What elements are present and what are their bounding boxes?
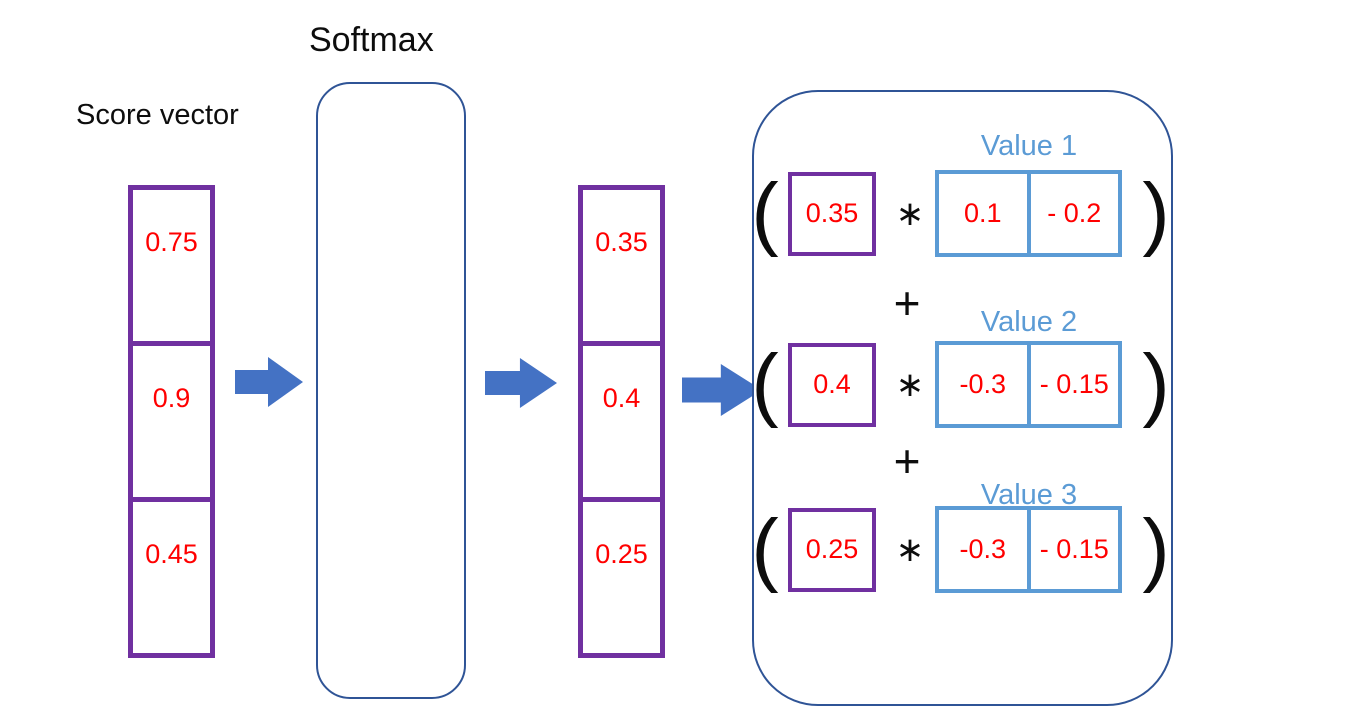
score-vector-cell: 0.45 — [133, 497, 210, 653]
attention-weight: 0.4 — [813, 369, 851, 400]
score-vector-cell: 0.9 — [133, 341, 210, 497]
value-cell: - 0.2 — [1026, 174, 1119, 253]
value-cell: -0.3 — [959, 368, 1007, 399]
score-value: 0.75 — [145, 227, 198, 257]
attention-weight-box: 0.35 — [788, 172, 876, 256]
value-1-label: Value 1 — [980, 130, 1078, 162]
value-cell: 0.1 — [963, 197, 1002, 228]
score-vector-label: Score vector — [76, 99, 239, 131]
value-cell: - 0.15 — [1026, 510, 1119, 589]
plus-operator: + — [893, 277, 921, 329]
value-2-label: Value 2 — [980, 306, 1078, 338]
softmax-output-cell: 0.25 — [583, 497, 660, 653]
multiply-operator: ∗ — [895, 366, 925, 404]
score-vector: 0.75 0.9 0.45 — [128, 185, 215, 658]
weighted-term-row-2: ( 0.4 ∗ -0.3 - 0.15 ) — [751, 338, 1171, 431]
arrow-right-icon — [485, 358, 557, 408]
score-value: 0.9 — [152, 383, 191, 413]
softmax-box — [316, 82, 466, 699]
value-cell: -0.3 — [959, 533, 1007, 564]
value-vector-box: 0.1 - 0.2 — [935, 170, 1122, 257]
softmax-output-cell: 0.4 — [583, 341, 660, 497]
attention-weight-box: 0.4 — [788, 343, 876, 427]
weighted-term-row-3: ( 0.25 ∗ -0.3 - 0.15 ) — [751, 503, 1171, 596]
score-vector-cell: 0.75 — [133, 190, 210, 341]
multiply-operator: ∗ — [895, 195, 925, 233]
open-paren: ( — [751, 338, 779, 429]
softmax-value: 0.4 — [602, 383, 641, 413]
attention-weight-box: 0.25 — [788, 508, 876, 592]
softmax-label: Softmax — [309, 21, 434, 59]
arrow-right-icon — [682, 364, 762, 416]
score-value: 0.45 — [145, 539, 198, 569]
weighted-sum-container: Value 1 ( 0.35 ∗ 0.1 - 0.2 ) + Value 2 (… — [751, 90, 1173, 706]
multiply-operator: ∗ — [895, 531, 925, 569]
softmax-value: 0.25 — [595, 539, 648, 569]
softmax-value: 0.35 — [595, 227, 648, 257]
attention-weight: 0.35 — [805, 198, 859, 229]
arrow-right-icon — [235, 357, 303, 407]
value-vector-box: -0.3 - 0.15 — [935, 341, 1122, 428]
value-vector-box: -0.3 - 0.15 — [935, 506, 1122, 593]
attention-weight: 0.25 — [805, 534, 859, 565]
close-paren: ) — [1142, 338, 1170, 429]
value-cell: - 0.15 — [1026, 345, 1119, 424]
weighted-term-row-1: ( 0.35 ∗ 0.1 - 0.2 ) — [751, 167, 1171, 260]
plus-operator: + — [893, 435, 921, 487]
softmax-output-vector: 0.35 0.4 0.25 — [578, 185, 665, 658]
close-paren: ) — [1142, 167, 1170, 258]
open-paren: ( — [751, 167, 779, 258]
softmax-output-cell: 0.35 — [583, 190, 660, 341]
close-paren: ) — [1142, 503, 1170, 594]
open-paren: ( — [751, 503, 779, 594]
value-3-label: Value 3 — [980, 479, 1078, 511]
